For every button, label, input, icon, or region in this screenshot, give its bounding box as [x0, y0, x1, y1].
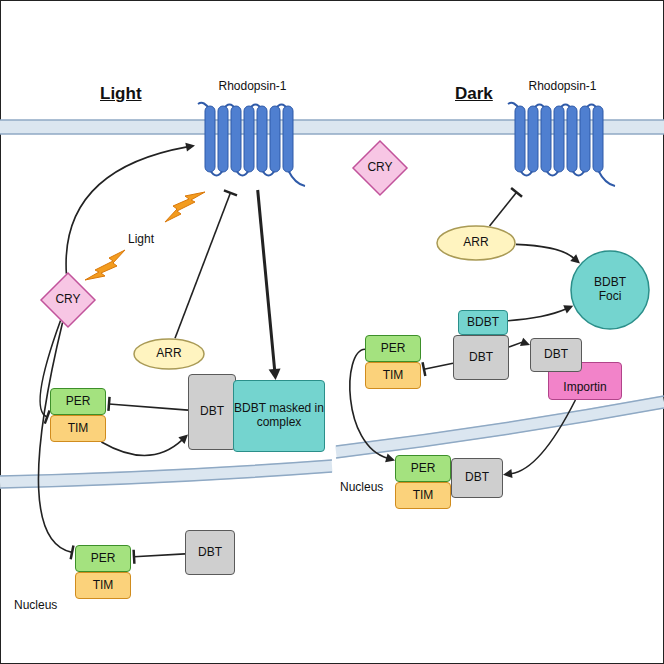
tim-box: TIM — [75, 572, 131, 599]
rhod-outline — [505, 80, 620, 190]
connector — [503, 400, 575, 478]
node-text: BDBT masked in complex — [234, 402, 324, 430]
connector-line — [258, 190, 275, 372]
arr-ellipse: ARR — [133, 338, 205, 370]
nuclear-membrane — [336, 402, 664, 452]
compartment-label: Nucleus — [340, 480, 383, 494]
connector — [258, 190, 281, 380]
tim-box: TIM — [395, 482, 451, 509]
membrane-line — [0, 472, 332, 488]
per-box: PER — [50, 388, 106, 415]
arrow-head — [178, 434, 188, 443]
membrane-line — [336, 408, 664, 458]
connector-line — [511, 400, 575, 474]
inhibition-bar — [511, 188, 522, 197]
node-text: DBT — [200, 405, 224, 419]
membrane-line — [0, 460, 332, 476]
rhod-outline — [195, 80, 310, 190]
arrow-head — [563, 305, 573, 313]
inhibition-bar — [71, 545, 74, 559]
node-text: DBT — [465, 471, 489, 485]
connector-line — [66, 147, 187, 274]
connector — [66, 143, 195, 274]
node-text: ARR — [463, 236, 488, 250]
cry-diamond: CRY — [40, 272, 96, 328]
node-text: Rhodopsin-1 — [218, 80, 286, 94]
connector — [509, 338, 530, 347]
arrow-head — [570, 254, 580, 263]
light-bolt — [85, 250, 125, 280]
node-text: PER — [381, 342, 406, 356]
connector — [508, 305, 573, 320]
bdbt-box: BDBT masked in complex — [233, 380, 325, 452]
dbt-box: DBT — [530, 338, 582, 372]
arrow-head — [520, 338, 530, 346]
connector — [516, 244, 580, 263]
connector — [108, 397, 188, 411]
inhibition-bar — [132, 550, 135, 564]
node-text: BDBT Foci — [587, 276, 633, 304]
connector-line — [490, 192, 517, 226]
dbt-box: DBT — [188, 374, 236, 450]
connector-line — [109, 404, 188, 410]
panel-title: Dark — [455, 84, 493, 104]
arrow-head — [503, 469, 512, 478]
dbt-box: DBT — [453, 335, 509, 380]
node-text: PER — [66, 395, 91, 409]
light-bolt — [165, 192, 205, 222]
connector — [175, 190, 237, 338]
connector — [101, 434, 188, 455]
inhibition-bar — [108, 397, 109, 411]
node-text: TIM — [383, 369, 404, 383]
node-text: PER — [91, 552, 116, 566]
per-box: PER — [365, 335, 421, 362]
dbt-box: DBT — [185, 530, 235, 575]
node-text: TIM — [68, 422, 89, 436]
connector-line — [424, 363, 453, 369]
inhibition-bar — [423, 362, 426, 376]
node-text: CRY — [367, 161, 392, 175]
light-label: Light — [128, 232, 154, 246]
bdbt-box: BDBT — [458, 310, 508, 335]
tim-box: TIM — [50, 415, 106, 442]
node-text: Importin — [563, 381, 606, 395]
per-box: PER — [75, 545, 131, 572]
connector — [423, 362, 453, 376]
node-text: Rhodopsin-1 — [528, 80, 596, 94]
node-text: DBT — [198, 546, 222, 560]
connector-line — [134, 554, 185, 557]
dbt-box: DBT — [451, 458, 503, 498]
arr-ellipse: ARR — [436, 225, 516, 261]
node-text: BDBT — [467, 316, 499, 330]
node-text: PER — [411, 462, 436, 476]
tim-box: TIM — [365, 362, 421, 389]
arrow-head — [185, 143, 195, 152]
arrow-head — [269, 368, 281, 380]
receptor-figure: Rhodopsin-1 — [505, 80, 620, 190]
compartment-label: Nucleus — [14, 598, 57, 612]
node-text: CRY — [55, 293, 80, 307]
inhibition-bar — [45, 411, 50, 424]
connector-line — [101, 440, 182, 456]
node-text: DBT — [544, 348, 568, 362]
foci-circle: BDBT Foci — [570, 250, 650, 330]
node-text: TIM — [93, 579, 114, 593]
node-text: DBT — [469, 351, 493, 365]
cry-diamond: CRY — [352, 140, 408, 196]
receptor-figure: Rhodopsin-1 — [195, 80, 310, 190]
node-text: ARR — [156, 347, 181, 361]
panel-title: Light — [100, 84, 142, 104]
connector — [490, 188, 522, 226]
per-box: PER — [395, 455, 451, 482]
connector-line — [508, 309, 566, 321]
inhibition-bar — [224, 190, 237, 195]
connector — [134, 550, 185, 564]
connector-line — [509, 342, 523, 347]
connector-line — [175, 193, 230, 338]
arrow-head — [385, 454, 395, 463]
membrane-line — [336, 396, 664, 446]
node-text: TIM — [413, 489, 434, 503]
connector-line — [516, 244, 574, 258]
